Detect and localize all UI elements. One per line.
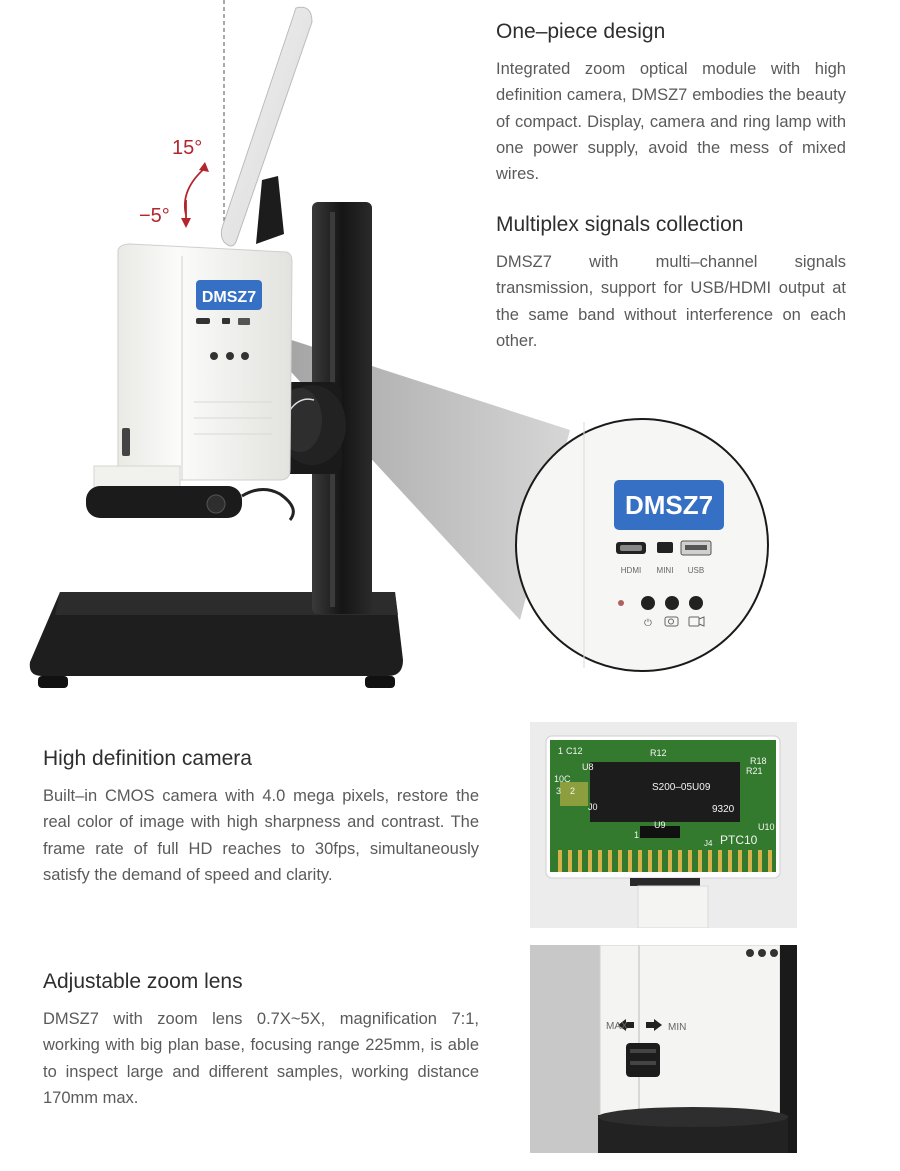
section-body: DMSZ7 with zoom lens 0.7X~5X, magnificat… [43, 1010, 479, 1107]
zoom-max-label: MAX [606, 1021, 628, 1032]
camera-body [117, 243, 293, 481]
tilt-down-angle: −5° [139, 205, 170, 227]
zoom-min-label: MIN [668, 1022, 686, 1033]
usb-label: USB [688, 566, 704, 575]
pcb-label: R12 [650, 748, 667, 758]
monitor [220, 6, 313, 247]
section-heading: High definition camera [43, 747, 252, 770]
ring-lamp [86, 486, 242, 518]
max-arrow [618, 1019, 626, 1031]
camera-icon [664, 616, 679, 627]
pcb-label: 3 [556, 786, 561, 796]
min-arrow [654, 1019, 662, 1031]
power-icon: ⏻ [644, 618, 652, 629]
pcb-label: 9320 [712, 804, 735, 815]
pcb-label: 1 [558, 746, 563, 756]
pcb-label: S200–05U09 [652, 782, 711, 793]
tilt-up-arrow [184, 167, 206, 216]
monitor-photo: C12 R12 U8 R18 R21 10C S200–05U09 9320 U… [530, 722, 797, 928]
chip [590, 762, 740, 822]
microscope-illustration: DMSZ7 DMSZ7 HDMI MINI USB ⏻ [29, 0, 769, 688]
camera-column [637, 885, 709, 928]
power-button [641, 596, 655, 610]
power-cable [241, 488, 295, 521]
pcb-label: 2 [570, 786, 575, 796]
section-heading: One–piece design [496, 20, 666, 43]
section-zoom-lens: Adjustable zoom lens DMSZ7 with zoom len… [43, 970, 479, 1111]
section-body: Built–in CMOS camera with 4.0 mega pixel… [43, 787, 479, 884]
record-button [689, 596, 703, 610]
pcb-label: R21 [746, 766, 763, 776]
zoom-logo-text: DMSZ7 [625, 490, 713, 520]
capture-button [665, 596, 679, 610]
device-logo-badge [196, 280, 262, 310]
mini-port [657, 542, 673, 553]
section-body: DMSZ7 with multi–channel signals transmi… [496, 253, 846, 350]
section-hd-camera: High definition camera Built–in CMOS cam… [43, 747, 479, 888]
pcb-label: 10C [554, 774, 571, 784]
monitor-mount [630, 878, 700, 886]
pcb-label: J0 [588, 802, 598, 812]
zoom-lens-photo: MAX MIN [530, 945, 797, 1153]
pcb-label: 1 [634, 830, 639, 840]
zoom-logo-badge [614, 480, 724, 530]
device-logo-text: DMSZ7 [202, 289, 256, 306]
monitor-arm [256, 176, 284, 244]
zoom-knob [626, 1043, 660, 1077]
pcb-label: U10 [758, 822, 775, 832]
section-body: Integrated zoom optical module with high… [496, 60, 846, 184]
power-led [618, 600, 624, 606]
pcb-label: C12 [566, 746, 583, 756]
pcb-label: U9 [654, 820, 666, 830]
section-one-piece-design: One–piece design Integrated zoom optical… [496, 20, 846, 187]
section-heading: Adjustable zoom lens [43, 970, 243, 993]
hdmi-label: HDMI [621, 566, 641, 575]
section-heading: Multiplex signals collection [496, 213, 744, 236]
pcb-label: PTC10 [720, 833, 758, 847]
tilt-up-angle: 15° [172, 137, 203, 159]
pcb-label: U8 [582, 762, 594, 772]
mini-label: MINI [657, 566, 674, 575]
section-multiplex-signals: Multiplex signals collection DMSZ7 with … [496, 213, 846, 354]
pcb-label: R18 [750, 756, 767, 766]
pcb-label: J4 [704, 839, 713, 848]
